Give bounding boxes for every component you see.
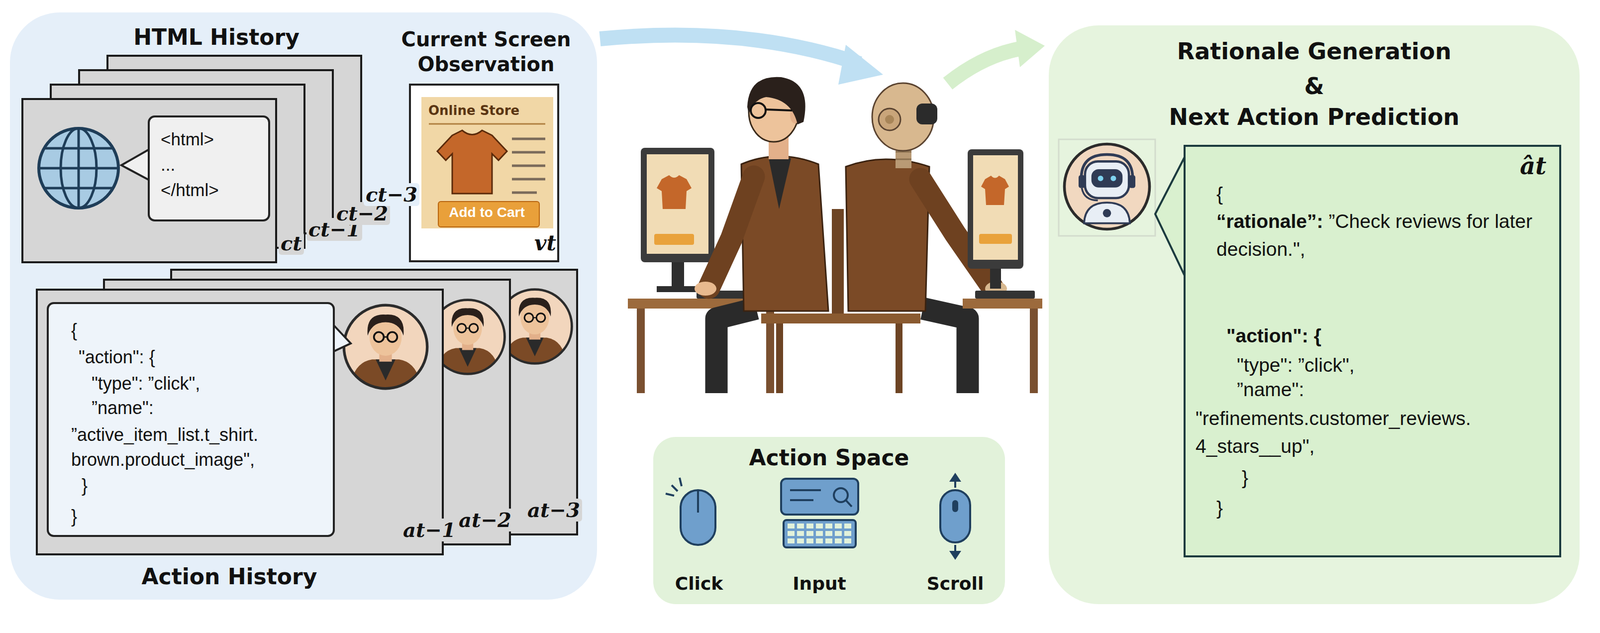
stack-index-label: ct−3: [363, 183, 420, 206]
key: [797, 538, 804, 544]
store-image: Online StoreAdd to Cart: [421, 97, 554, 229]
action-bubble: {"action": {"type": ”click",”name":”acti…: [46, 301, 335, 537]
code-line: ”active_item_list.t_shirt. brown.product…: [71, 422, 330, 473]
key: [806, 523, 814, 529]
panel-heading: Action History: [129, 562, 329, 591]
prediction-panel: Rationale Generation &Next Action Predict…: [1048, 25, 1585, 604]
key: [844, 530, 852, 536]
code-line: "action": {: [1226, 321, 1322, 350]
icon-label: Click: [659, 572, 739, 596]
key: [787, 523, 795, 529]
screen-symbol: vt: [534, 230, 557, 256]
stack-index-label: at−1: [400, 518, 458, 542]
html-code: <html> ... </html>: [160, 126, 226, 203]
code-line: }: [1216, 494, 1223, 522]
code-line: "refinements.customer_reviews. 4_stars__…: [1195, 404, 1495, 461]
store-title: Online Store: [428, 101, 520, 119]
code-line: "type": ”click",: [1236, 351, 1355, 380]
code-line: ”name":: [91, 395, 154, 421]
key: [834, 538, 842, 544]
code-line: ”name":: [1236, 375, 1304, 404]
key: [834, 530, 842, 536]
code-key: “rationale”:: [1216, 210, 1324, 232]
key: [815, 538, 823, 544]
panel-heading: Next Action Prediction: [1048, 102, 1580, 131]
panel-heading: Rationale Generation: [1048, 37, 1580, 66]
output-symbol: ât: [1519, 151, 1547, 180]
panel-heading: &: [1048, 72, 1580, 100]
stack-index-label: at−2: [456, 508, 514, 532]
screen-heading: Current Screen Observation: [381, 26, 591, 77]
key: [787, 538, 795, 544]
key: [844, 538, 852, 544]
key: [825, 523, 833, 529]
code-line: }: [81, 473, 88, 499]
key: [806, 530, 814, 536]
icon-label: Scroll: [915, 572, 996, 596]
key: [815, 523, 823, 529]
key: [825, 530, 833, 536]
key: [844, 523, 852, 529]
key: [825, 538, 833, 544]
button-text: Add to Cart: [438, 201, 535, 223]
icon-label: Input: [779, 572, 860, 596]
panel-heading: Action Space: [653, 443, 1005, 472]
code-line: }: [1241, 463, 1249, 492]
code-line: }: [71, 503, 78, 529]
code-line: "type": ”click",: [91, 371, 200, 397]
key: [806, 538, 814, 544]
key: [787, 530, 795, 536]
key: [834, 523, 842, 529]
key: [797, 530, 804, 536]
code-line: "action": {: [78, 344, 156, 370]
action-space-panel: Action SpaceClick Input Scroll: [653, 436, 1010, 604]
html-bubble: <html> ... </html>: [147, 115, 271, 222]
output-box: ât {“rationale”: ”Check reviews for later…: [1183, 144, 1562, 558]
stack-index-label: at−3: [525, 498, 583, 522]
key: [815, 530, 823, 536]
key: [797, 523, 804, 529]
panel-heading: HTML History: [116, 23, 316, 52]
screen-box: Current Screen Observationvt Online Stor…: [408, 83, 560, 263]
stack-index-label: ct: [278, 231, 304, 255]
code-line: {: [71, 317, 78, 343]
code-line: “rationale”: ”Check reviews for later de…: [1216, 207, 1550, 264]
cart-button: Add to Cart: [437, 200, 540, 228]
code-line: {: [1216, 180, 1223, 208]
